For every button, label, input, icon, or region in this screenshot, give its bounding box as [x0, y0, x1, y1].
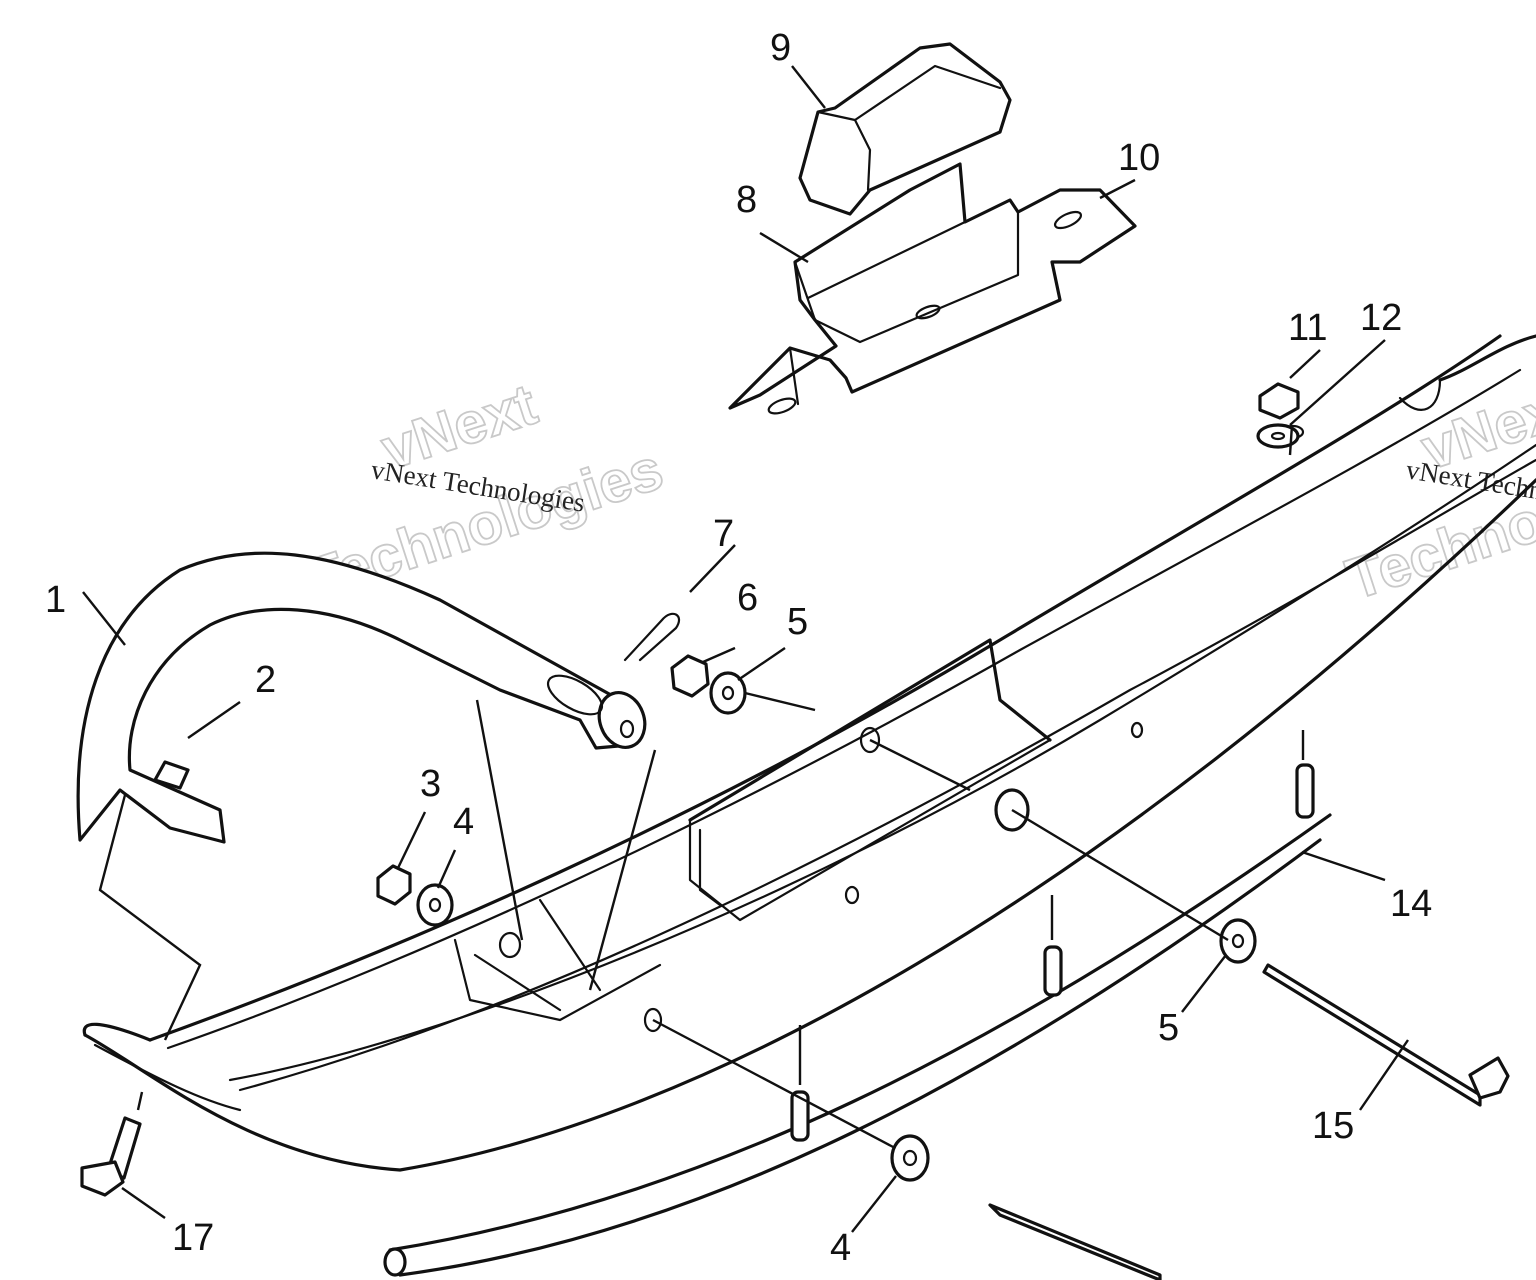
callout-14: 14: [1390, 883, 1432, 925]
callout-7: 7: [713, 513, 734, 555]
callout-12: 12: [1360, 297, 1402, 339]
long-bolt-bottom: [988, 1203, 1162, 1280]
callout-3: 3: [420, 763, 441, 805]
watermark-right: vNext Technologies vNext Technologies: [1338, 371, 1536, 613]
callout-5-upper: 5: [787, 601, 808, 643]
leader-lines: [82, 65, 1409, 1233]
callout-4-upper: 4: [453, 801, 474, 843]
callout-9: 9: [770, 27, 791, 69]
callout-6: 6: [737, 577, 758, 619]
callout-5-lower: 5: [1158, 1007, 1179, 1049]
callout-1: 1: [45, 579, 66, 621]
ski-body: [82, 334, 1536, 1172]
callout-10: 10: [1118, 137, 1160, 179]
callout-8: 8: [736, 179, 757, 221]
part-1-handle: [76, 551, 647, 844]
part-14-wear-bar: [383, 763, 1332, 1277]
callout-2: 2: [255, 659, 276, 701]
hardware: [376, 382, 1300, 1182]
part-15-bolt: [1262, 963, 1510, 1107]
part-2-clip: [153, 760, 190, 790]
part-9-cushion: [798, 42, 1012, 216]
callout-labels: 1 2 3 4 5 6 7 8 9 10 11 12 14 5 15 4 17: [45, 27, 1432, 1269]
callout-4-lower: 4: [830, 1227, 851, 1269]
part-8-saddle: [728, 162, 1137, 415]
callout-17: 17: [172, 1217, 214, 1259]
part-17-stud: [80, 1116, 142, 1197]
callout-15: 15: [1312, 1105, 1354, 1147]
callout-11: 11: [1288, 307, 1327, 349]
